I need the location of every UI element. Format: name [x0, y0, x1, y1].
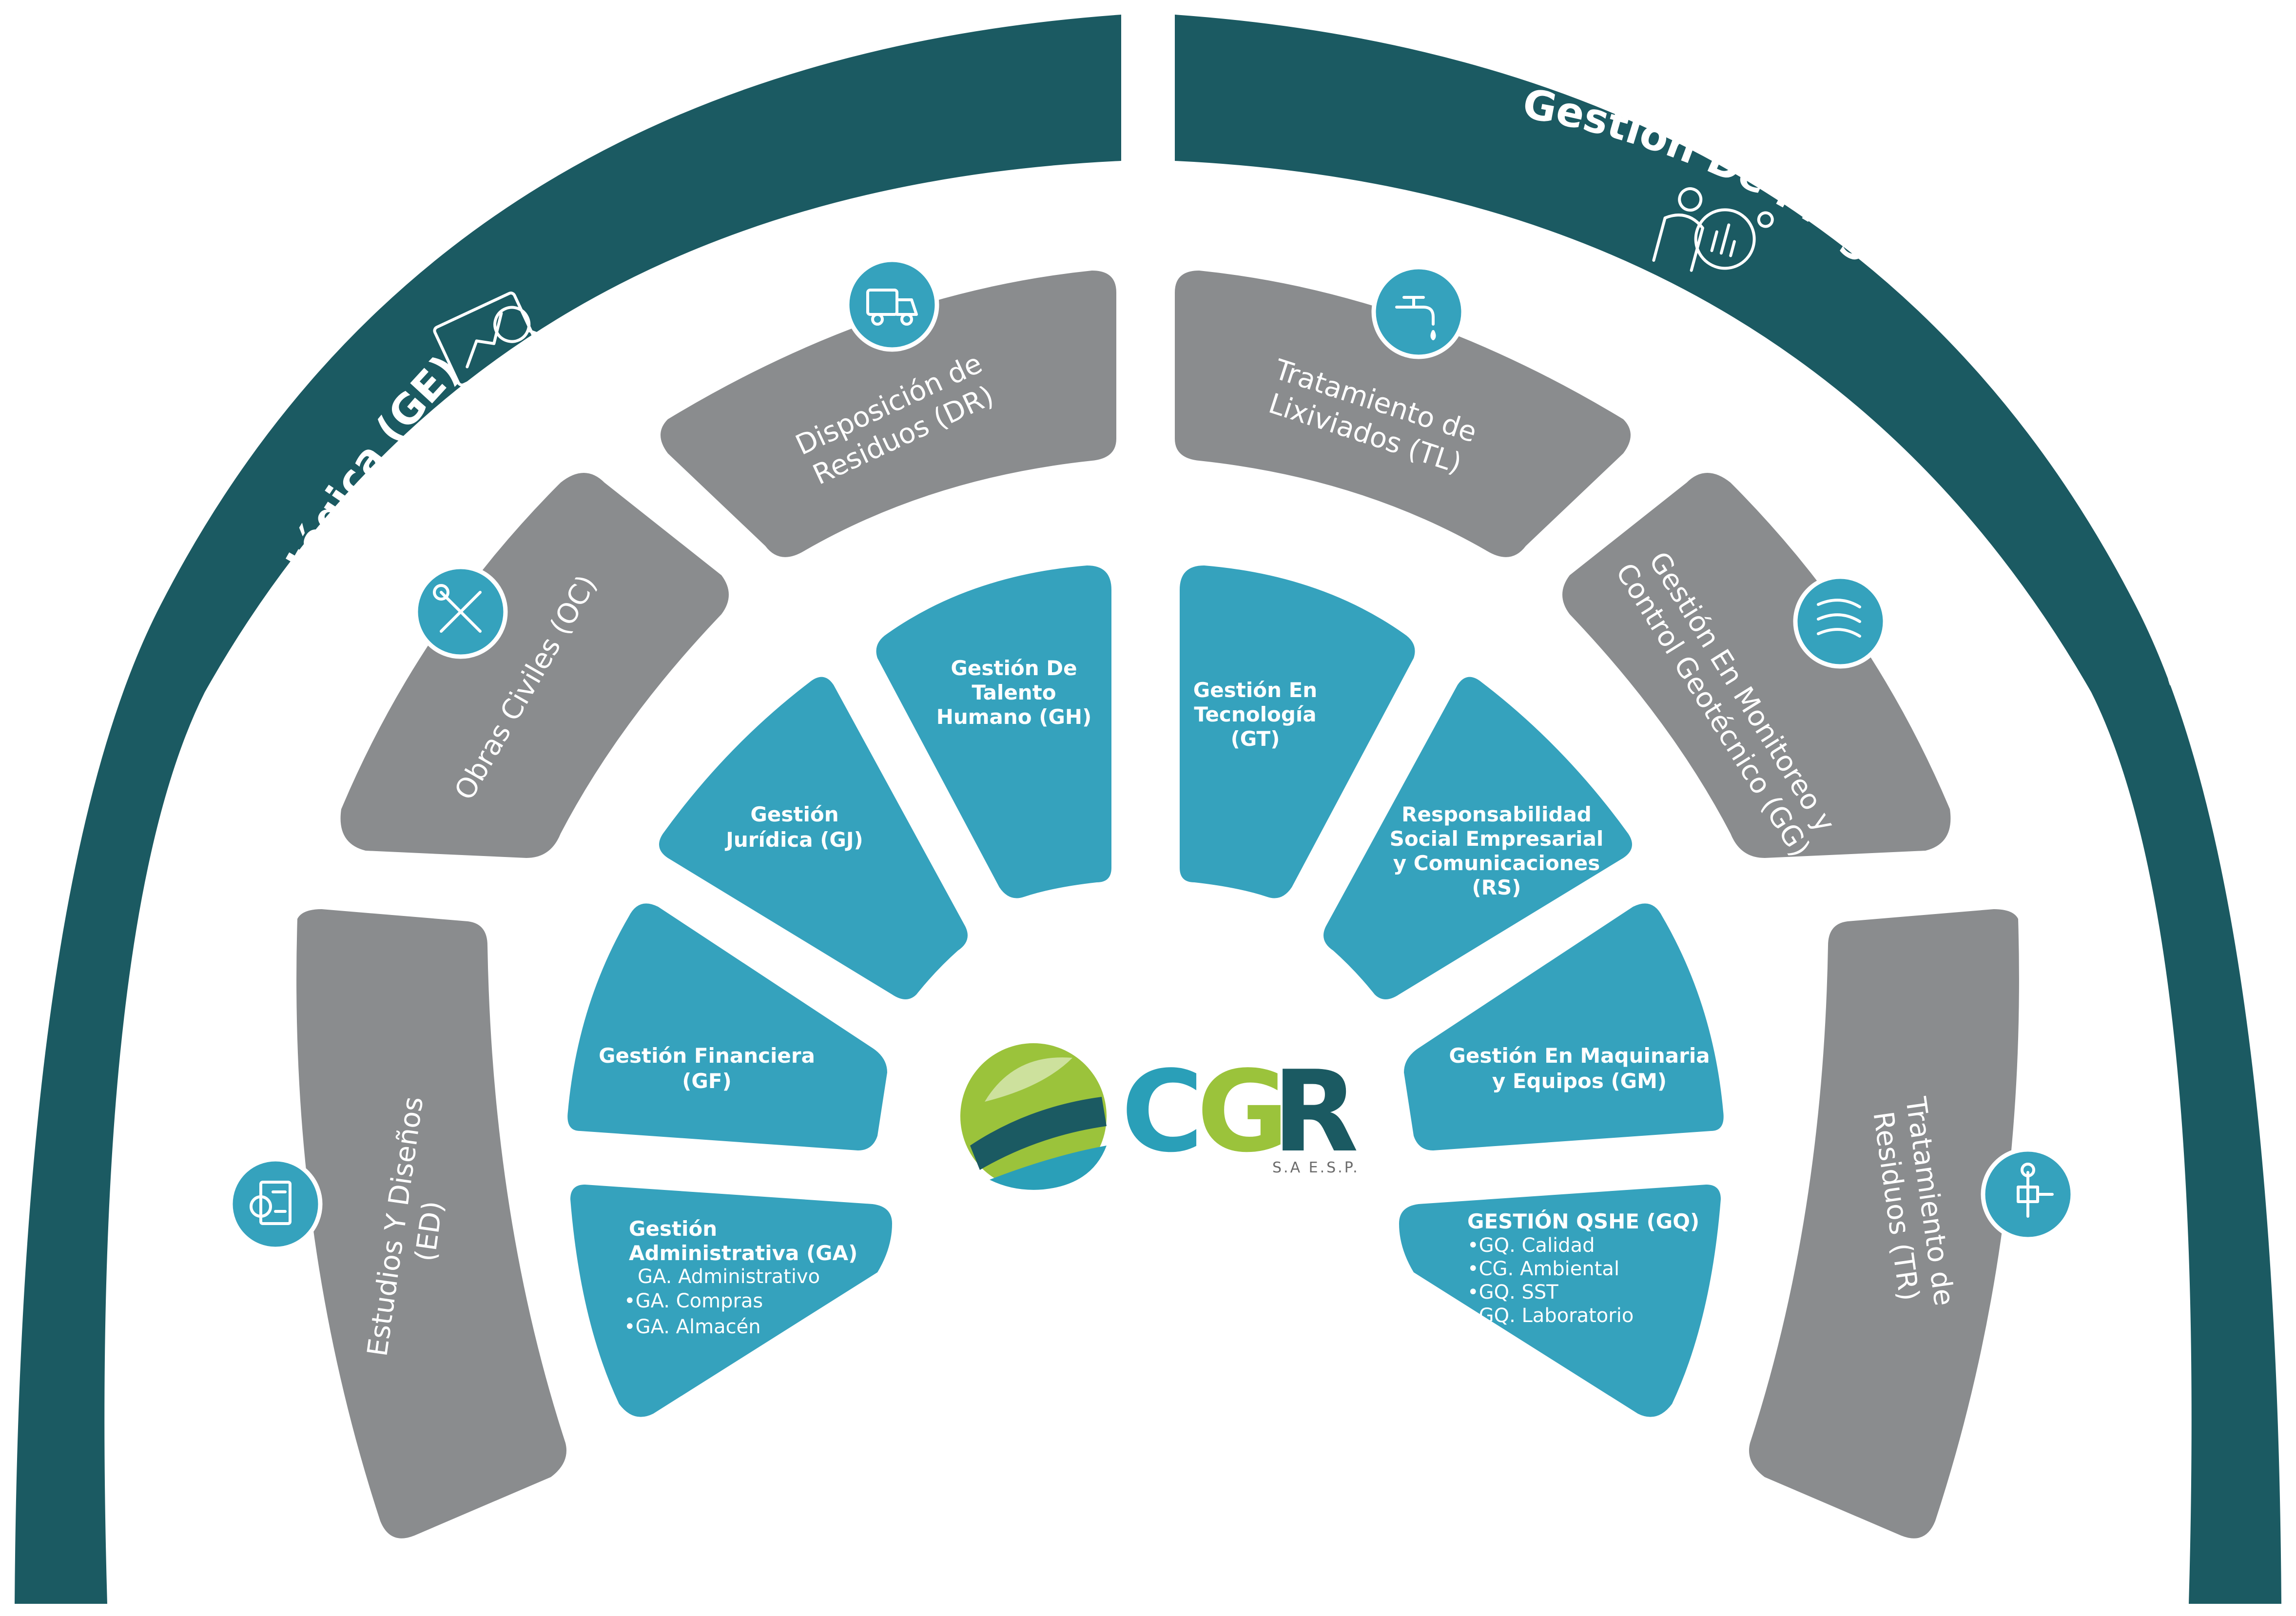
label-rs-line4: (RS) [1472, 876, 1521, 899]
recycling-truck-icon [845, 257, 939, 352]
label-rs-line2: Social Empresarial [1390, 827, 1604, 851]
segment-ga[interactable] [570, 1185, 892, 1417]
label-gq-item2: •CG. Ambiental [1467, 1258, 1619, 1280]
label-gf: Gestión Financiera (GF) [599, 1044, 815, 1093]
segment-ed[interactable] [296, 909, 566, 1538]
label-gt: Gestión En Tecnología (GT) [1193, 678, 1317, 751]
label-ga-item1: GA. Administrativo [638, 1266, 820, 1288]
segment-rs[interactable] [1323, 677, 1632, 999]
leaf-globe-icon [960, 1043, 1107, 1190]
segment-gj[interactable] [659, 677, 968, 999]
label-gh: Gestión De Talento Humano (GH) [936, 656, 1092, 729]
outer-band-right [1175, 15, 2281, 1604]
geotechnical-layers-icon [1793, 574, 1887, 669]
segment-gf[interactable] [567, 903, 887, 1150]
segment-tl[interactable] [1175, 271, 1631, 557]
segment-gq[interactable] [1399, 1185, 1721, 1417]
label-gq-item4: •GQ. Laboratorio [1467, 1304, 1634, 1327]
segment-gm[interactable] [1404, 903, 1724, 1150]
label-gf-line2: (GF) [682, 1069, 732, 1093]
label-ga-item3: •GA. Almacén [624, 1316, 761, 1338]
label-gh-line2: Talento [972, 681, 1056, 704]
label-rs-line3: y Comunicaciones [1393, 851, 1600, 875]
label-gj-line1: Gestión [750, 802, 838, 826]
label-ga: Gestión Administrativa (GA) GA. Administ… [624, 1217, 857, 1338]
label-gj-line2: Jurídica (GJ) [724, 828, 863, 852]
label-ga-line2: Administrativa (GA) [629, 1241, 857, 1265]
logo-subtitle: S.A E.S.P. [1272, 1159, 1360, 1176]
logo-letter-r: R [1272, 1047, 1359, 1177]
segment-oc[interactable] [340, 473, 729, 858]
label-gq: GESTIÓN QSHE (GQ) •GQ. Calidad •CG. Ambi… [1467, 1209, 1699, 1327]
engineer-analytics-icon [1652, 187, 1774, 272]
pipe-valve-icon [1981, 1147, 2075, 1242]
document-gear-icon [228, 1157, 323, 1251]
presentation-chart-icon [433, 292, 549, 402]
label-ga-item2: •GA. Compras [624, 1290, 763, 1312]
label-gq-item1: •GQ. Calidad [1467, 1234, 1595, 1257]
label-gm: Gestión En Maquinaria y Equipos (GM) [1449, 1044, 1710, 1093]
label-gm-line2: y Equipos (GM) [1492, 1069, 1667, 1093]
label-rs-line1: Responsabilidad [1401, 802, 1592, 826]
outer-band-left [15, 15, 1121, 1604]
label-ga-line1: Gestión [629, 1217, 717, 1241]
water-faucet-icon [1371, 265, 1466, 359]
label-gt-line2: Tecnología [1194, 702, 1316, 726]
cgr-logo: C G R S.A E.S.P. [960, 1043, 1360, 1190]
logo-letter-c: C [1121, 1047, 1204, 1177]
segment-gt[interactable] [1180, 565, 1415, 898]
label-gm-line1: Gestión En Maquinaria [1449, 1044, 1710, 1068]
label-gh-line3: Humano (GH) [936, 705, 1092, 729]
wrench-screwdriver-icon [413, 565, 508, 659]
segment-gg[interactable] [1562, 473, 1951, 858]
label-gf-line1: Gestión Financiera [599, 1044, 815, 1068]
label-gq-item3: •GQ. SST [1467, 1281, 1558, 1304]
label-gh-line1: Gestión De [951, 656, 1077, 680]
segment-gh[interactable] [876, 565, 1112, 898]
label-rs: Responsabilidad Social Empresarial y Com… [1390, 802, 1604, 899]
segment-tr[interactable] [1749, 909, 2019, 1538]
segment-dr[interactable] [661, 271, 1116, 557]
label-gt-line3: (GT) [1231, 727, 1280, 751]
logo-letter-g: G [1197, 1047, 1289, 1177]
label-gj: Gestión Jurídica (GJ) [724, 802, 863, 852]
label-gq-line1: GESTIÓN QSHE (GQ) [1467, 1209, 1699, 1233]
label-gt-line1: Gestión En [1193, 678, 1317, 702]
